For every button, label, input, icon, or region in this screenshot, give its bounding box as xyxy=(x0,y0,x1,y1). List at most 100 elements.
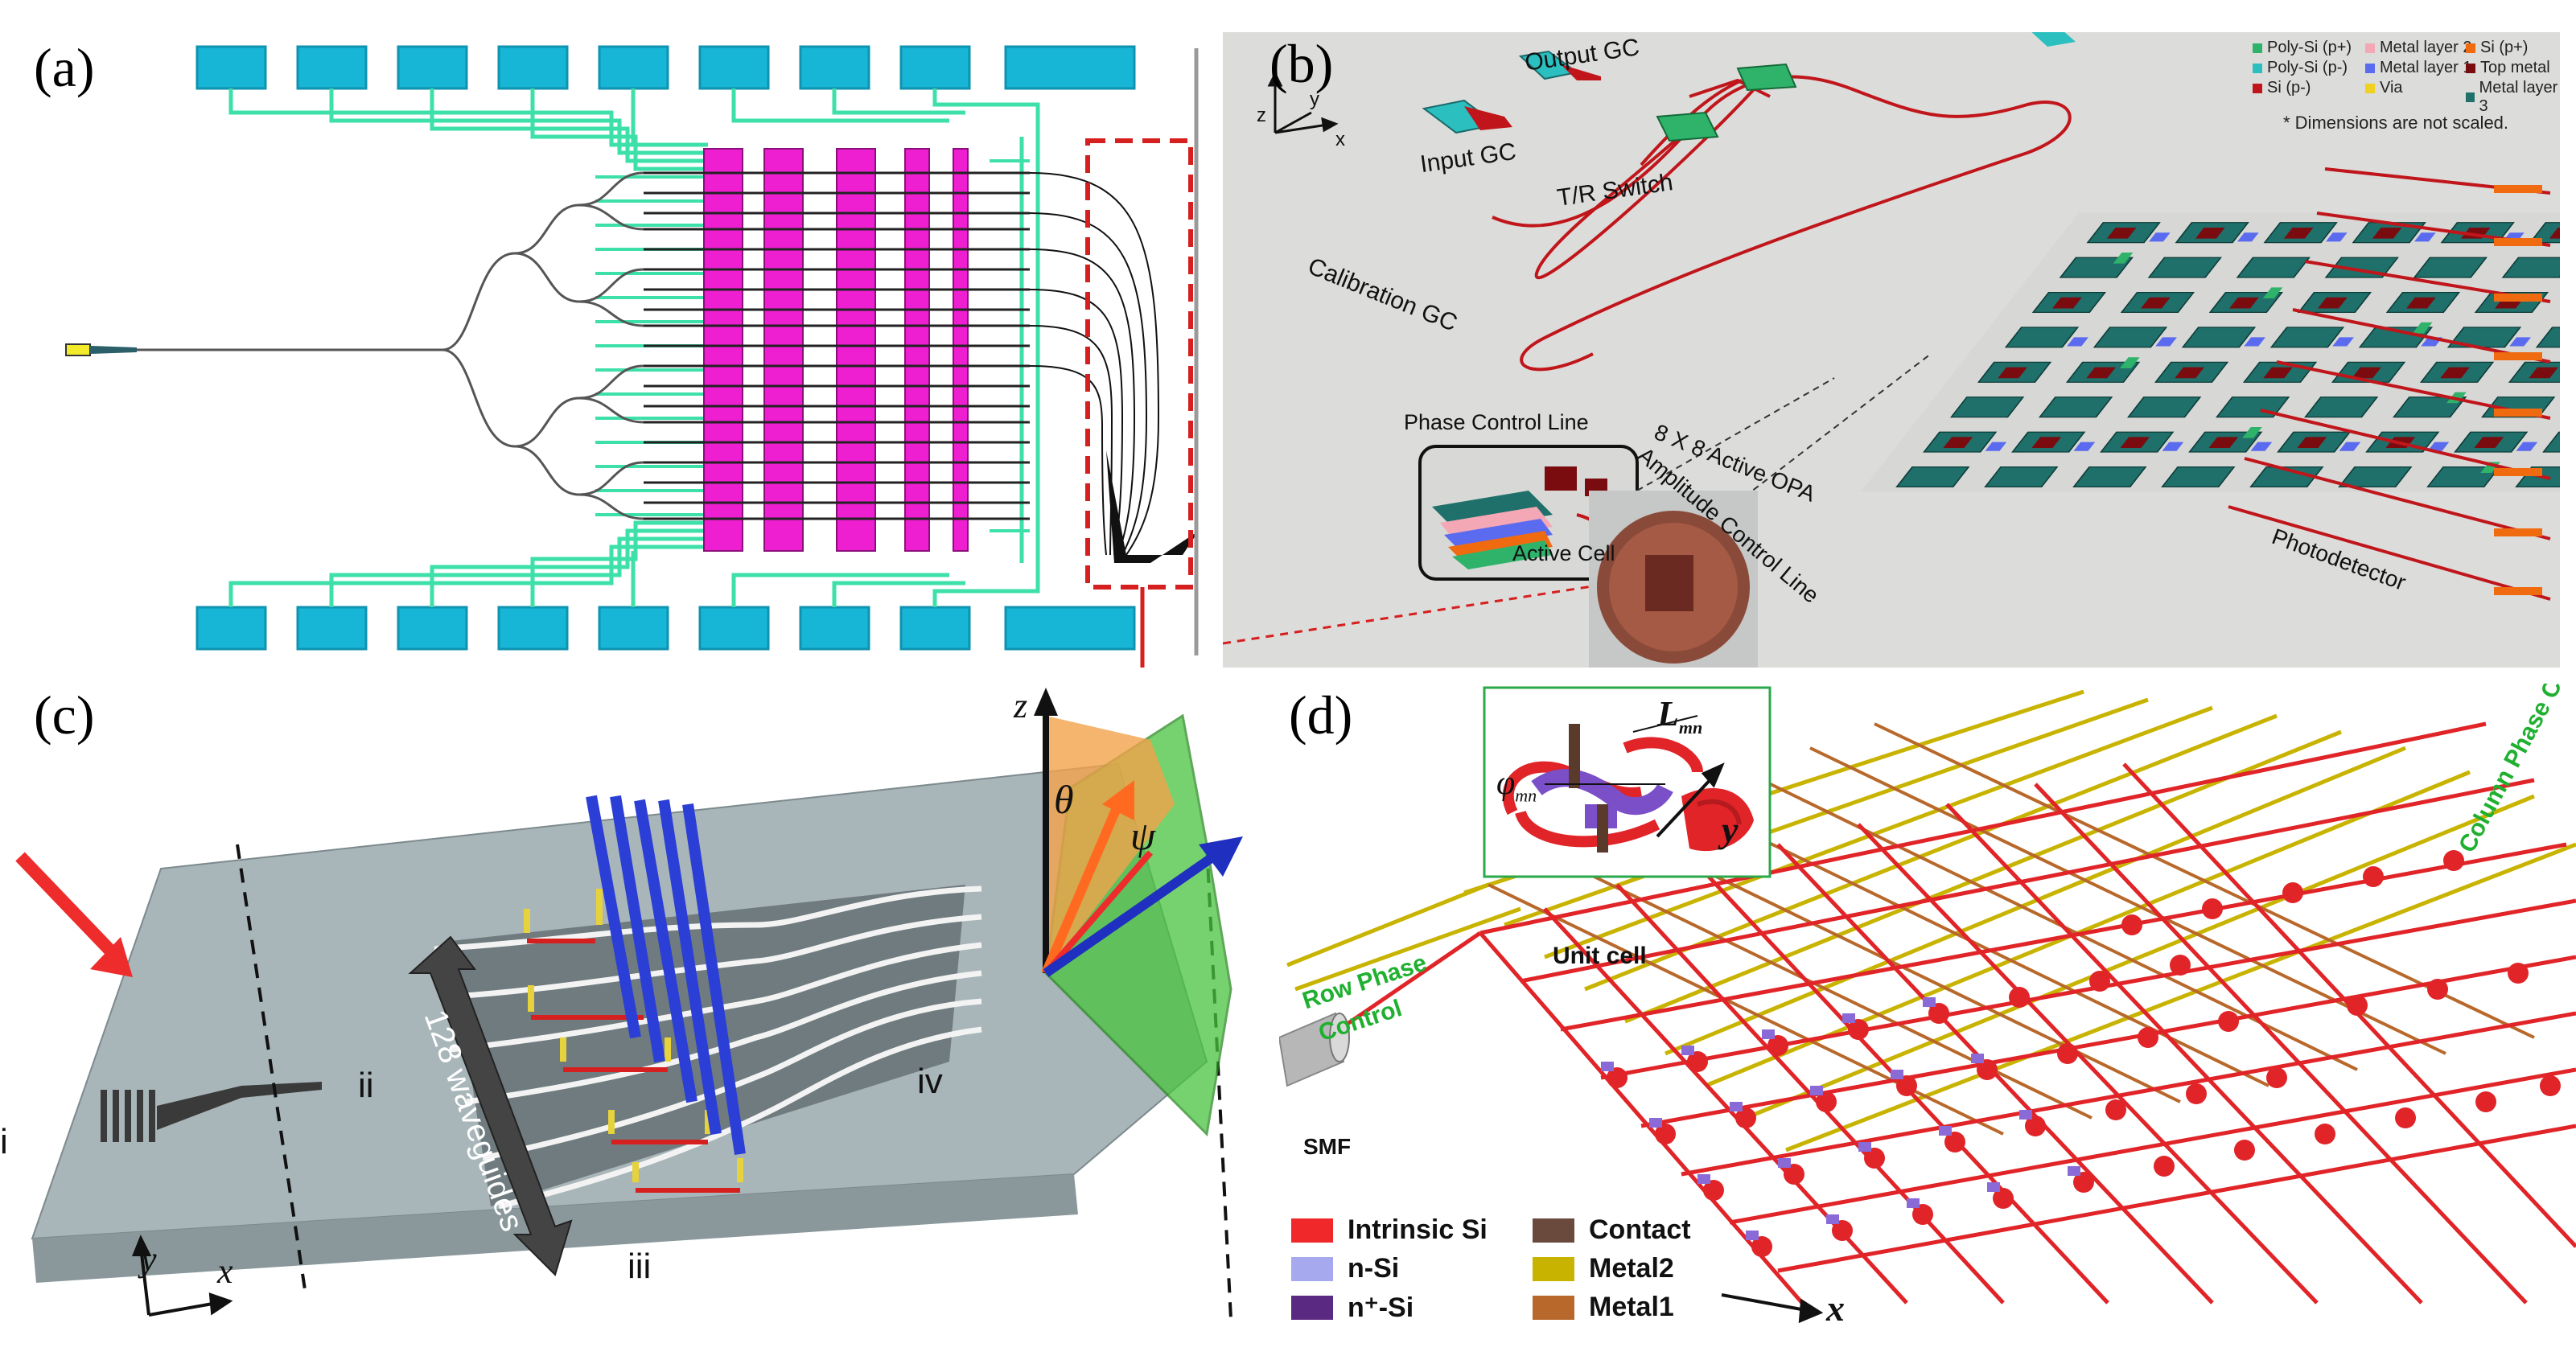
legend-d-item: Metal2 xyxy=(1533,1253,1674,1284)
region-iv-label: iv xyxy=(917,1062,943,1101)
routing-traces xyxy=(228,88,1040,607)
legend-d-item: Contact xyxy=(1533,1214,1691,1246)
phase-shifters xyxy=(703,148,969,552)
legend-d-label: Intrinsic Si xyxy=(1348,1214,1488,1245)
emitter-bends xyxy=(1029,172,1160,556)
legend-b-item: Via xyxy=(2365,79,2403,97)
grating-coupler xyxy=(101,1090,155,1142)
unit-cell-inset xyxy=(1483,686,1772,878)
grating-couplers xyxy=(1422,32,2076,134)
legend-b-swatch xyxy=(2365,63,2375,73)
L-symbol: Lmn xyxy=(1657,694,1703,738)
emitter-highlight-box xyxy=(1085,138,1193,590)
legend-b-item: Si (p+) xyxy=(2466,39,2528,57)
smf-fiber xyxy=(1279,1012,1350,1087)
legend-b-item: Metal layer 2 xyxy=(2365,39,2472,57)
opa-unit-cell-diagram xyxy=(1279,686,2576,1324)
splitter-tree xyxy=(105,171,644,520)
emitter-fan xyxy=(1106,450,1199,563)
legend-b-swatch xyxy=(2466,92,2475,102)
label-phase-control-line: Phase Control Line xyxy=(1404,410,1589,434)
phase-shifter-junctions xyxy=(1601,997,2080,1240)
chip-layout-diagram xyxy=(65,45,1199,668)
legend-b-label: Top metal xyxy=(2480,59,2550,76)
panel-c: (c) 128 waveguides i ii iii iv z θ ψ y x xyxy=(0,684,1255,1360)
photodetectors xyxy=(2494,185,2542,595)
legend-b-item: Top metal xyxy=(2466,59,2550,77)
legend-b-label: Si (p-) xyxy=(2267,79,2311,97)
tr-switch-pads xyxy=(1656,63,1797,142)
opa-cell-grid xyxy=(1860,212,2560,492)
legend-d-swatch xyxy=(1291,1218,1333,1243)
legend-d-label: Metal2 xyxy=(1589,1253,1674,1284)
panel-a: (a) xyxy=(0,0,1207,668)
legend-d-item: n⁺-Si xyxy=(1291,1292,1414,1324)
active-cell-inset xyxy=(1418,445,1639,581)
penny-photo xyxy=(1589,491,1758,668)
legend-d-label: Metal1 xyxy=(1589,1292,1674,1322)
bond-pads xyxy=(195,45,1136,651)
unit-cell-label: Unit cell xyxy=(1553,943,1647,969)
legend-b-item: Poly-Si (p-) xyxy=(2253,59,2348,77)
legend-d-swatch xyxy=(1533,1218,1574,1243)
legend-d-label: Contact xyxy=(1589,1214,1691,1245)
legend-b-swatch xyxy=(2253,63,2262,73)
theta-label: θ xyxy=(1054,777,1074,822)
active-opa-3d-diagram xyxy=(1223,32,2560,668)
panel-label-c: (c) xyxy=(34,684,95,746)
legend-d-label: n⁺-Si xyxy=(1348,1292,1414,1323)
label-active-cell: Active Cell xyxy=(1512,541,1615,565)
panel-label-b: (b) xyxy=(1269,33,1334,94)
axis-y-label-d: y xyxy=(1722,809,1739,850)
legend-d-item: Intrinsic Si xyxy=(1291,1214,1488,1246)
legend-b-label: Metal layer 1 xyxy=(2380,59,2472,76)
angle-vectors xyxy=(1034,688,1243,977)
region-ii-label: ii xyxy=(358,1066,374,1105)
legend-d-label: n-Si xyxy=(1348,1253,1400,1284)
waveguide-array xyxy=(644,171,1030,520)
legend-b-label: Metal layer 3 xyxy=(2479,79,2558,115)
axis-x-label-b: x xyxy=(1335,129,1345,150)
legend-d-item: Metal1 xyxy=(1533,1292,1674,1323)
heaters xyxy=(527,939,740,1193)
axis-z-label-c: z xyxy=(1014,686,1028,725)
axis-y-label-b: y xyxy=(1310,88,1319,110)
legend-b-item: Metal layer 1 xyxy=(2365,59,2472,77)
smf-label: SMF xyxy=(1303,1134,1352,1159)
legend-b-item: Metal layer 3 xyxy=(2466,79,2560,116)
axes-c xyxy=(132,1235,233,1317)
region-iii-label: iii xyxy=(628,1247,652,1286)
input-coupler xyxy=(65,343,91,356)
grating-emitters xyxy=(1607,850,2561,1257)
legend-b-label: Metal layer 2 xyxy=(2380,39,2472,56)
legend-b-item: Poly-Si (p+) xyxy=(2253,39,2352,57)
psi-label: ψ xyxy=(1130,813,1156,858)
panel-label-a: (a) xyxy=(34,37,95,98)
input-routing xyxy=(1492,75,2072,372)
legend-d-swatch xyxy=(1291,1256,1333,1281)
legend-b-label: Poly-Si (p+) xyxy=(2267,39,2352,56)
phi-symbol: φmn xyxy=(1496,765,1537,806)
panel-label-d: (d) xyxy=(1289,684,1353,746)
axes-d xyxy=(1656,762,1824,1324)
legend-b-label: Poly-Si (p-) xyxy=(2267,59,2348,76)
legend-b-swatch xyxy=(2365,43,2375,53)
legend-b-label: Via xyxy=(2380,79,2403,97)
axis-z-label-b: z xyxy=(1257,105,1266,126)
legend-b-swatch xyxy=(2365,83,2375,93)
panel-b: (b) Output GC Input GC T/R Switch Calibr… xyxy=(1223,32,2560,668)
legend-b-swatch xyxy=(2253,83,2262,93)
axes-b xyxy=(1267,71,1339,134)
axis-y-label-c: y xyxy=(141,1239,157,1279)
legend-b-swatch xyxy=(2253,43,2262,53)
axis-x-label-d: x xyxy=(1826,1288,1845,1329)
legend-d-item: n-Si xyxy=(1291,1253,1399,1284)
legend-b-swatch xyxy=(2466,63,2475,73)
waveguide-count-arrow xyxy=(408,935,573,1276)
legend-d-swatch xyxy=(1291,1296,1333,1320)
metal-lines xyxy=(586,795,746,1156)
legend-b-item: Si (p-) xyxy=(2253,79,2311,97)
legend-b-label: Si (p+) xyxy=(2480,39,2529,56)
legend-d-swatch xyxy=(1533,1295,1574,1320)
axis-x-label-c: x xyxy=(217,1251,233,1291)
